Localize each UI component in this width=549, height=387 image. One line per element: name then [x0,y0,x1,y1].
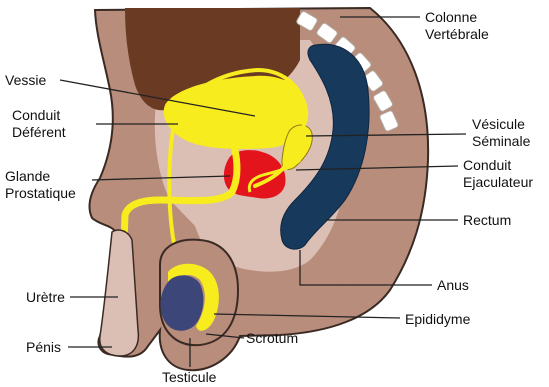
label-conduit-ejaculateur-line1: Conduit [463,157,511,173]
label-colonne-vertebrale-line2: Vertébrale [425,26,489,42]
penis [100,230,139,356]
label-conduit-ejaculateur-line2: Ejaculateur [463,174,533,190]
label-glande-prostatique-line2: Prostatique [5,185,76,201]
label-conduit-deferent: Conduit Déférent [12,107,66,140]
label-conduit-deferent-line2: Déférent [12,124,66,140]
label-penis: Pénis [26,339,61,355]
label-vesicule-seminale: Vésicule Séminale [472,116,531,149]
label-conduit-deferent-line1: Conduit [12,107,60,123]
label-glande-prostatique: Glande Prostatique [5,168,76,201]
label-anus: Anus [437,277,469,293]
label-glande-prostatique-line1: Glande [5,168,50,184]
label-rectum: Rectum [463,212,511,228]
label-scrotum: Scrotum [246,330,298,346]
label-vesicule-seminale-line1: Vésicule [472,116,525,132]
label-conduit-ejaculateur: Conduit Ejaculateur [463,157,533,190]
label-vessie: Vessie [5,72,46,88]
label-epididyme: Epididyme [405,311,471,327]
label-colonne-vertebrale-line1: Colonne [425,9,477,25]
label-uretre: Urètre [26,289,65,305]
label-testicule: Testicule [162,369,217,385]
label-colonne-vertebrale: Colonne Vertébrale [425,9,489,42]
label-vesicule-seminale-line2: Séminale [472,133,531,149]
